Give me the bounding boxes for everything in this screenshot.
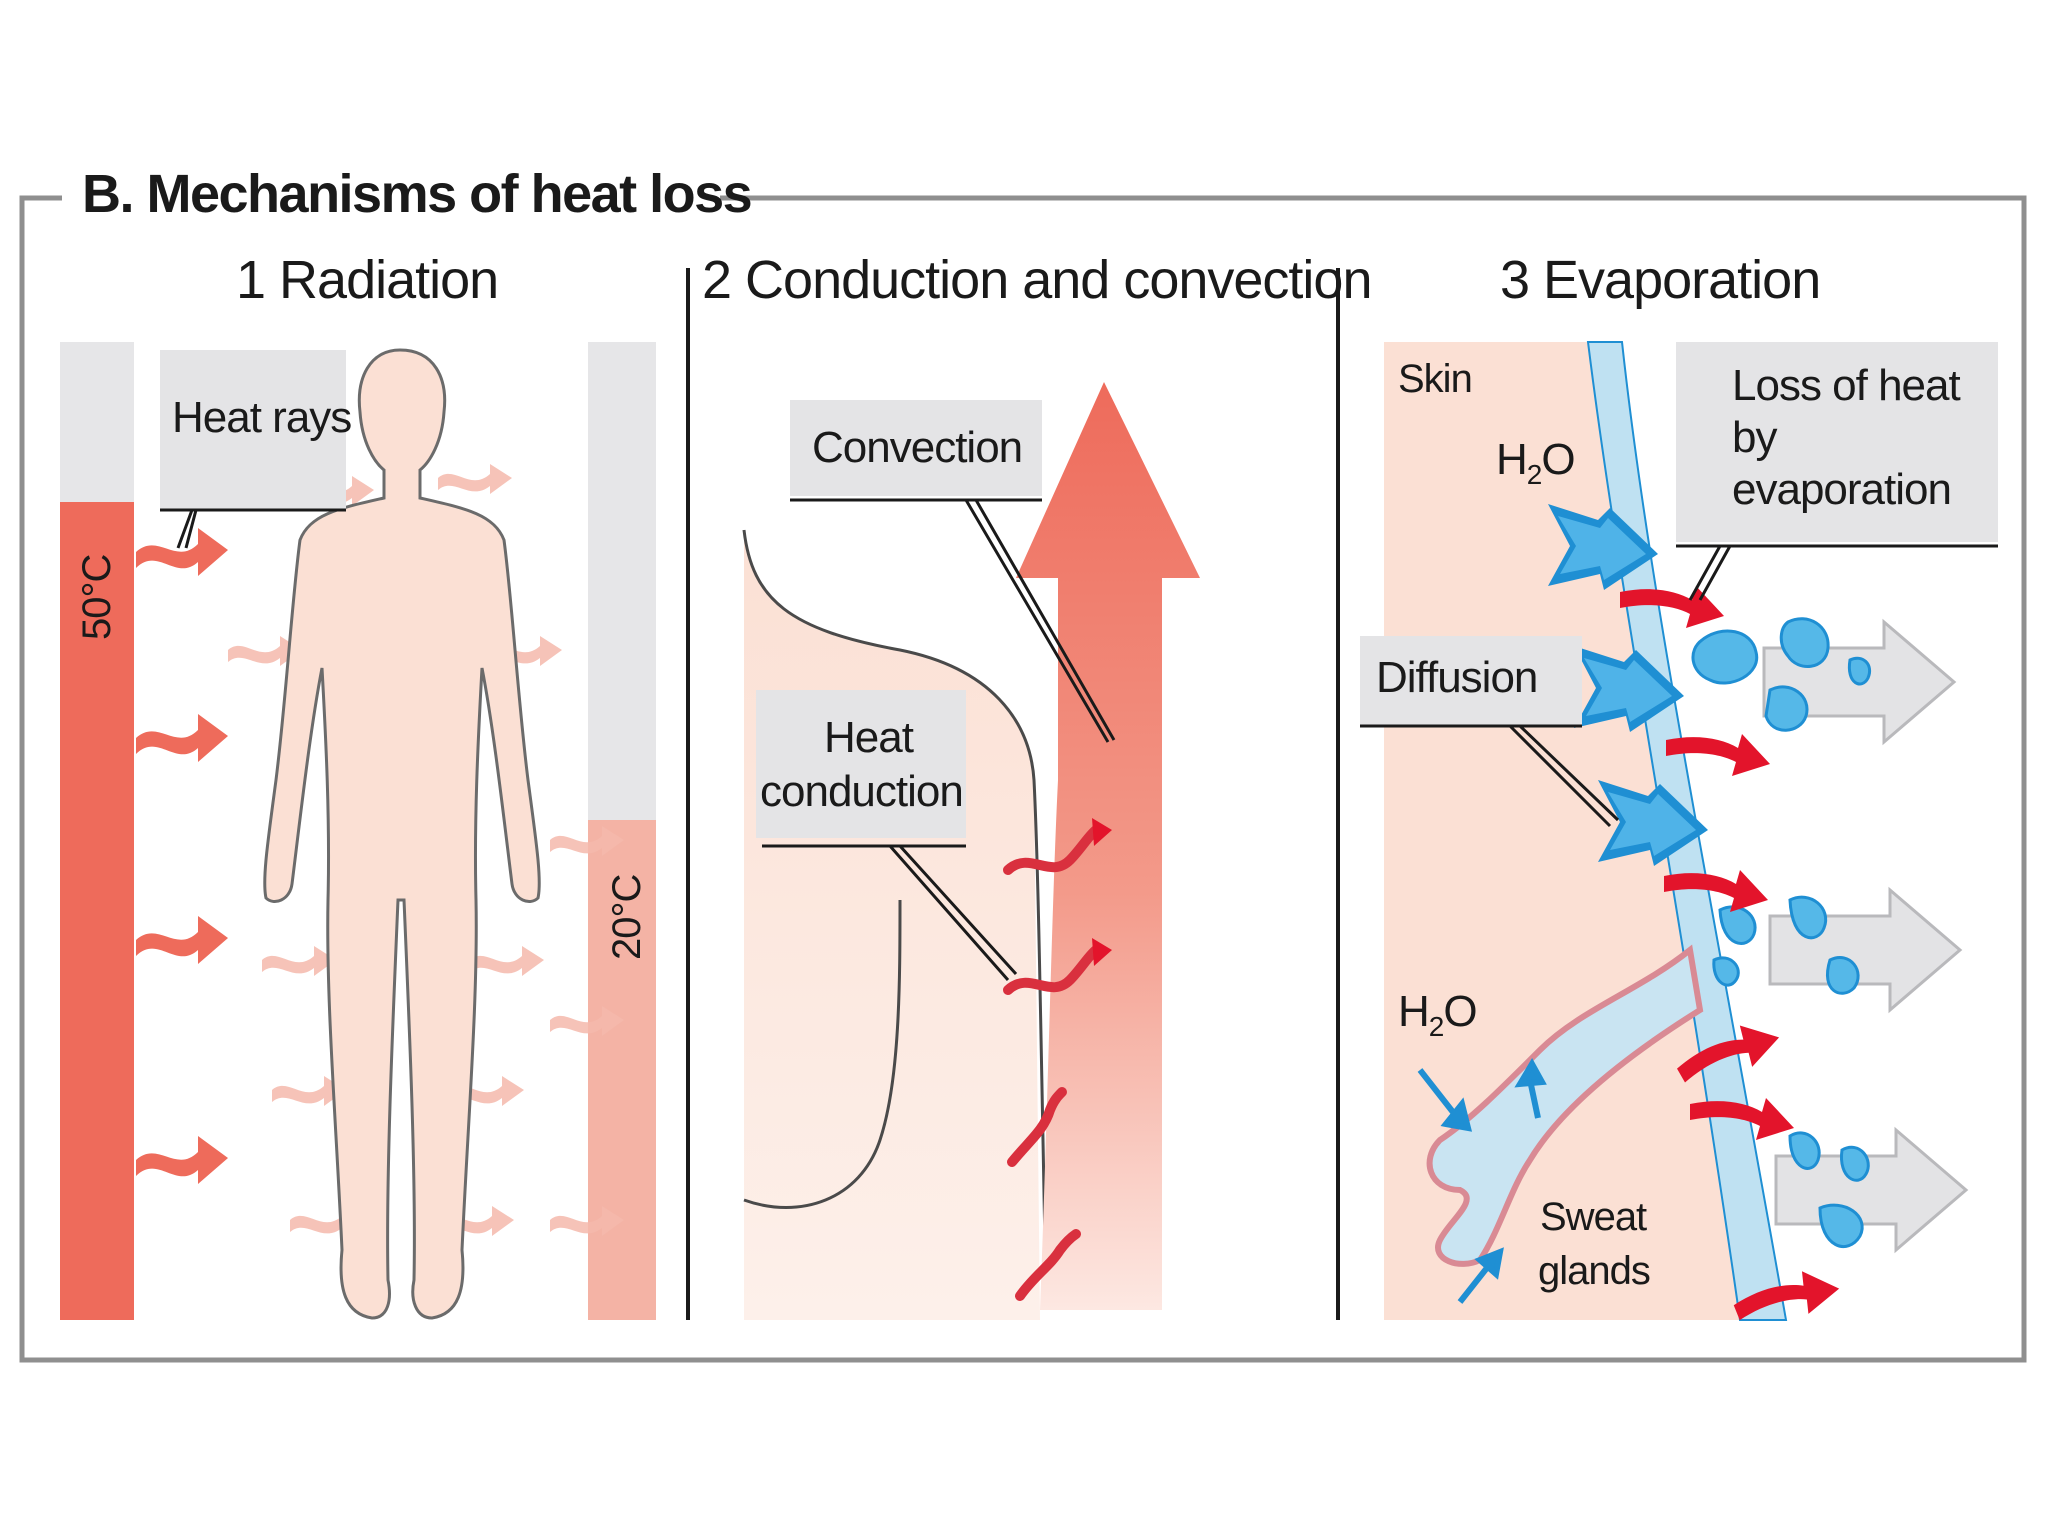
diffusion-label: Diffusion xyxy=(1376,653,1537,702)
loss-of-heat-callout xyxy=(1676,342,1998,542)
figure-title: B. Mechanisms of heat loss xyxy=(82,164,751,224)
loss-of-heat-line2: by xyxy=(1732,413,1777,462)
hot-temp-label: 50°C xyxy=(75,555,119,640)
body-radiation-arrow xyxy=(470,946,544,976)
radiation-panel: 1 Radiation 50°C 20°C Heat xyxy=(60,250,656,1320)
evaporation-heading: 3 Evaporation xyxy=(1500,250,1820,310)
hot-level-fill xyxy=(60,502,134,1320)
cool-level-fill xyxy=(588,820,656,1320)
conduction-heading: 2 Conduction and convection xyxy=(702,250,1372,310)
water-droplets xyxy=(1691,617,1871,1248)
heat-rays-callout xyxy=(160,350,346,510)
body-radiation-arrow xyxy=(262,946,336,976)
evaporation-panel: 3 Evaporation xyxy=(1360,250,1998,1339)
heat-ray-arrow xyxy=(136,1136,228,1184)
conduction-panel: 2 Conduction and convection Convection H… xyxy=(702,250,1373,1320)
sweat-gland xyxy=(1426,944,1704,1267)
water-label-bottom: H2O xyxy=(1398,987,1477,1042)
skin-label: Skin xyxy=(1398,357,1472,401)
heat-ray-arrow xyxy=(136,714,228,762)
heat-conduction-wiggles xyxy=(1003,825,1101,1301)
water-label-top: H2O xyxy=(1496,435,1575,490)
convection-label: Convection xyxy=(812,423,1022,472)
cool-temp-label: 20°C xyxy=(605,875,649,960)
convection-callout xyxy=(790,400,1042,496)
sweat-glands-line2: glands xyxy=(1538,1249,1650,1293)
gland-water-arrows xyxy=(1417,1058,1547,1304)
diffusion-callout xyxy=(1360,636,1582,726)
sweat-glands-line1: Sweat xyxy=(1540,1195,1647,1239)
figure-frame xyxy=(19,195,2027,1363)
heat-ray-arrow xyxy=(136,916,228,964)
heat-rays-label: Heat rays xyxy=(172,393,351,442)
loss-of-heat-line3: evaporation xyxy=(1732,465,1951,514)
loss-of-heat-line1: Loss of heat xyxy=(1732,361,1960,410)
skin-layer xyxy=(1384,342,1740,1320)
body-radiation-arrow xyxy=(438,464,512,494)
heat-conduction-callout xyxy=(756,690,966,838)
heat-label: Heat xyxy=(824,713,914,762)
convection-arrow xyxy=(1016,382,1200,1310)
human-body xyxy=(263,348,541,1320)
radiation-heading: 1 Radiation xyxy=(236,250,498,310)
conduction-label: conduction xyxy=(760,767,963,816)
